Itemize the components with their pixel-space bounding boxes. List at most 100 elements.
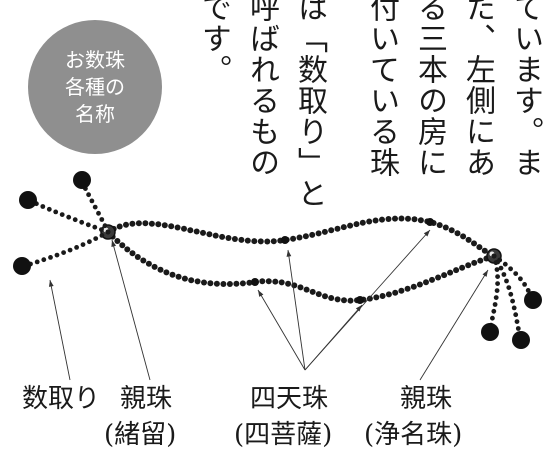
tassel-bead bbox=[86, 192, 91, 198]
strand-bead bbox=[151, 263, 158, 270]
strand-bead bbox=[454, 230, 461, 237]
strand-bead bbox=[392, 215, 398, 222]
leader-line bbox=[304, 229, 431, 371]
tassel-bead bbox=[494, 288, 500, 293]
strand-bead bbox=[372, 217, 379, 224]
leader-line bbox=[257, 289, 306, 371]
strand-bead bbox=[175, 273, 182, 280]
strand-bead bbox=[201, 279, 207, 286]
strand-bead bbox=[441, 272, 448, 279]
strand-bead bbox=[231, 236, 238, 242]
tassel-bead bbox=[495, 274, 500, 279]
tassel-bead bbox=[501, 272, 507, 277]
strand-bead bbox=[119, 242, 126, 249]
strand-bead bbox=[416, 281, 423, 288]
strand-bead bbox=[385, 291, 392, 298]
strand-bead bbox=[264, 238, 271, 245]
tassel-bead bbox=[34, 259, 40, 265]
tassel-bead bbox=[513, 312, 519, 318]
strand-bead bbox=[411, 216, 418, 223]
tassel-bead bbox=[491, 308, 497, 314]
strand-bead bbox=[238, 236, 245, 243]
strand-bead bbox=[410, 283, 417, 290]
tassel-bead bbox=[93, 236, 99, 242]
strand-bead bbox=[328, 295, 335, 301]
strand-bead bbox=[157, 266, 164, 273]
strand-bead bbox=[296, 234, 303, 241]
strand-bead bbox=[471, 259, 478, 266]
tassel-bead bbox=[506, 285, 512, 290]
tassel-bead bbox=[493, 295, 499, 300]
leader-line bbox=[111, 239, 151, 381]
strand-bead bbox=[465, 262, 472, 269]
strand-bead bbox=[114, 238, 121, 244]
strand-bead bbox=[379, 293, 386, 299]
strand-bead bbox=[142, 220, 149, 227]
tassel-bead bbox=[99, 227, 104, 233]
tassel-bead bbox=[53, 209, 59, 215]
tassel-bead bbox=[513, 271, 519, 276]
strand-bead bbox=[353, 221, 360, 228]
strand-bead bbox=[290, 235, 297, 242]
strand-bead bbox=[140, 257, 147, 264]
strand-bead bbox=[297, 284, 304, 291]
strand-bead bbox=[398, 215, 405, 222]
tassel-bead bbox=[80, 242, 86, 248]
tassel-bead bbox=[522, 282, 527, 287]
strand-bead bbox=[194, 278, 201, 285]
strand-bead bbox=[435, 274, 442, 281]
tassel-bead bbox=[497, 257, 503, 263]
strand-bead bbox=[379, 216, 385, 223]
strand-bead bbox=[334, 296, 341, 303]
title-badge: お数珠 各種の 名称 bbox=[28, 20, 162, 154]
tassel-bead bbox=[74, 245, 79, 250]
tassel-bead bbox=[490, 315, 495, 321]
intro-text-col-7: です。 bbox=[196, 0, 231, 85]
label-oyadama-right: 親珠 bbox=[400, 384, 453, 414]
strand-bead bbox=[328, 227, 335, 234]
tassel-bead bbox=[492, 302, 498, 307]
strand-bead bbox=[423, 279, 429, 286]
tassel-bead bbox=[518, 276, 523, 282]
tassel-bead bbox=[504, 278, 509, 284]
strand-bead bbox=[460, 233, 467, 240]
tassel-bead bbox=[41, 257, 47, 263]
strand-bead bbox=[244, 237, 251, 244]
label-oyadama-right-sub: (浄名珠) bbox=[364, 420, 463, 450]
strand-bead bbox=[206, 231, 213, 238]
strand-bead bbox=[334, 225, 341, 232]
tassel-bead bbox=[61, 250, 66, 256]
strand-bead bbox=[341, 297, 347, 304]
leader-arrowhead bbox=[286, 250, 292, 257]
strand-bead bbox=[270, 238, 277, 245]
strand-bead bbox=[477, 257, 484, 264]
strand-bead bbox=[257, 238, 264, 245]
strand-bead bbox=[181, 225, 187, 232]
strand-bead bbox=[291, 282, 298, 289]
label-oyadama-left-sub: (緒留) bbox=[104, 420, 177, 450]
tassel-bead bbox=[59, 212, 65, 218]
strand-bead bbox=[405, 215, 411, 222]
tassel-bead bbox=[494, 267, 500, 272]
tassel-bead bbox=[87, 239, 92, 245]
strand-bead bbox=[366, 218, 373, 225]
badge-line-1: お数珠 bbox=[65, 47, 125, 72]
tassel-bead bbox=[99, 217, 105, 222]
strand-bead bbox=[321, 228, 328, 235]
strand-bead bbox=[366, 295, 373, 302]
label-oyadama-left: 親珠 bbox=[120, 384, 173, 414]
strand-bead bbox=[448, 227, 455, 234]
tassel-bead bbox=[85, 222, 91, 228]
strand-bead bbox=[385, 216, 392, 222]
leader-arrowhead bbox=[482, 270, 488, 277]
strand-bead bbox=[259, 278, 266, 285]
tassel-strands bbox=[13, 171, 542, 349]
strand-bead bbox=[476, 244, 483, 251]
strand-bead bbox=[265, 278, 272, 285]
shitendama-bead bbox=[426, 218, 434, 226]
tassel-bead bbox=[102, 223, 108, 229]
leader-arrowhead bbox=[258, 290, 264, 297]
strand-bead bbox=[124, 246, 131, 253]
tassel-bead bbox=[515, 326, 521, 331]
